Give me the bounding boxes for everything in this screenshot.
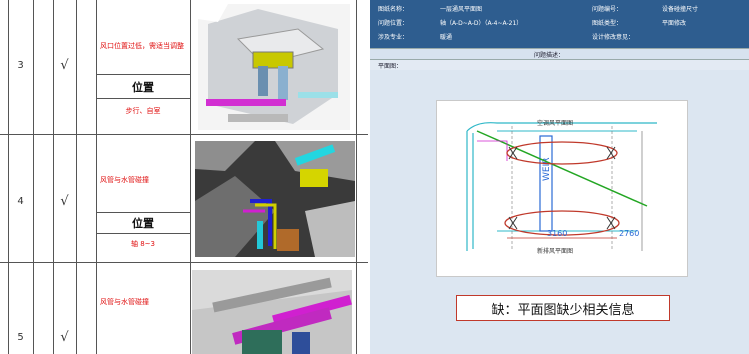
row-mark (33, 322, 53, 352)
issue-report-panel: 图纸名称： 一层通风平面图 问题编号： 设备碰撞尺寸 问题位置： 轴（A-D~A… (370, 0, 749, 354)
drawing-label: 空调风平面图 (537, 119, 573, 127)
bim-model-view (195, 141, 355, 257)
field-value: 暖通 (440, 34, 453, 41)
row-end-mark (356, 196, 368, 208)
dimension-label: 3160 (547, 229, 567, 238)
field-label: 涉及专业： (378, 34, 409, 41)
check-mark: √ (60, 57, 69, 73)
row-number: 3 (17, 59, 24, 71)
section-bar: 问题描述： (370, 48, 749, 59)
position-value: 步行、自室 (125, 106, 161, 115)
field-label: 图纸类型： (592, 20, 623, 27)
drawing-label: 新排风平面图 (537, 247, 573, 255)
check-mark: √ (60, 329, 69, 345)
report-header: 图纸名称： 一层通风平面图 问题编号： 设备碰撞尺寸 问题位置： 轴（A-D~A… (370, 0, 749, 50)
field-label: 图纸名称： (378, 6, 409, 13)
row-mark (33, 186, 53, 216)
position-header: 位置 (132, 217, 154, 230)
cell-divider (96, 233, 190, 234)
cell-divider (96, 74, 190, 75)
grid-line (190, 0, 191, 354)
grid-line (76, 0, 77, 354)
grid-line (8, 0, 9, 354)
defect-note: 缺：平面图缺少相关信息 (456, 295, 670, 321)
duct-label: WEIR (542, 158, 552, 182)
field-value: 平面修改 (662, 20, 687, 27)
cell-divider (96, 212, 190, 213)
cad-drawing-sheet: WEIR 3160 2760 空调风平面图 新排风平面图 (436, 100, 688, 277)
row-mark (76, 322, 96, 352)
check-mark: √ (60, 193, 69, 209)
left-table: 3 √ 风口位置过低，需适当调整 位置 步行、自室 4 √ 风管与水管碰撞 位置… (0, 0, 368, 354)
cad-plan-drawing: WEIR 3160 2760 空调风平面图 新排风平面图 (437, 101, 687, 276)
issue-text: 风管与水管碰撞 (100, 297, 149, 306)
bim-model-view (192, 270, 352, 354)
row-divider (0, 262, 368, 263)
grid-line (53, 0, 54, 354)
bim-model-view (198, 4, 350, 130)
grid-line (96, 0, 97, 354)
row-mark (76, 186, 96, 216)
issue-text: 风管与水管碰撞 (100, 175, 149, 184)
field-label: 问题编号： (592, 6, 623, 13)
dimension-label: 2760 (619, 229, 639, 238)
row-divider (0, 134, 368, 135)
position-value: 轴 8~3 (131, 239, 155, 248)
row-number: 5 (17, 331, 24, 343)
field-label: 问题位置： (378, 20, 409, 27)
section-bar: 平面图： (370, 59, 749, 70)
row-mark (33, 50, 53, 80)
section-title: 问题描述： (534, 52, 565, 59)
issue-text: 风口位置过低，需适当调整 (100, 41, 184, 50)
row-number: 4 (17, 195, 24, 207)
grid-line (356, 0, 357, 354)
field-value: 设备碰撞尺寸 (662, 6, 699, 13)
row-mark (76, 50, 96, 80)
plan-label: 平面图： (378, 63, 403, 70)
row-end-mark (356, 60, 368, 72)
position-header: 位置 (132, 81, 154, 94)
grid-line (33, 0, 34, 354)
field-value: 一层通风平面图 (440, 6, 483, 13)
field-label: 设计修改意见： (592, 34, 635, 41)
field-value: 轴（A-D~A-D）（A-4~A-21） (440, 20, 523, 27)
cell-divider (96, 98, 190, 99)
